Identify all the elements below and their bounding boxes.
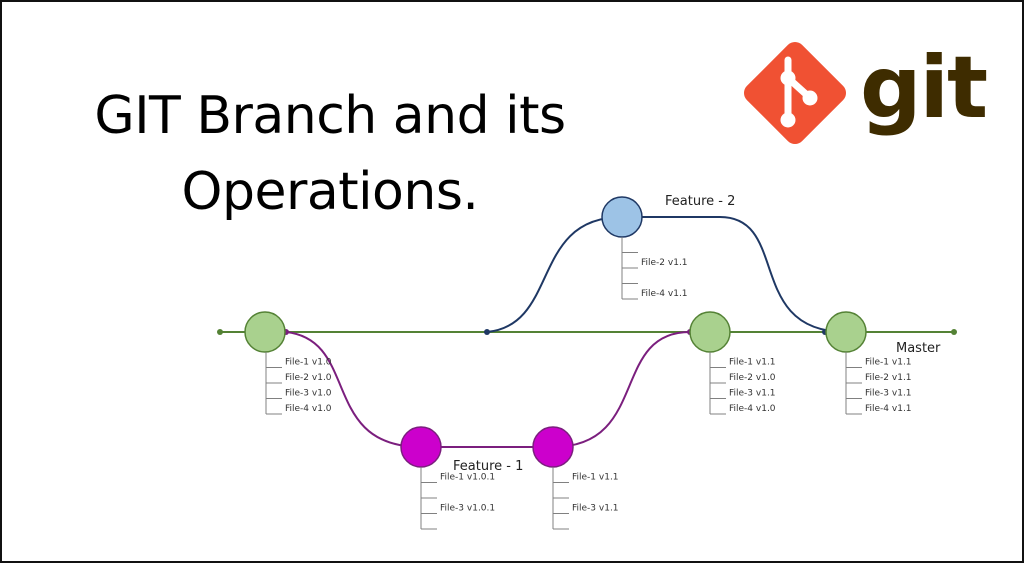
git-wordmark: git: [860, 38, 988, 138]
file-version-label: File-3 v1.1: [865, 389, 912, 399]
slide-title: GIT Branch and its Operations.: [60, 78, 600, 230]
feature-2-branch-point: [484, 329, 490, 335]
master-commit-3: [825, 311, 867, 353]
file-version-label: File-3 v1.0: [285, 389, 332, 399]
file-version-label: File-2 v1.1: [865, 373, 912, 383]
feature-1-branch-line: [285, 331, 691, 448]
file-version-label: File-3 v1.1: [572, 504, 619, 514]
file-version-label: File-1 v1.0.1: [440, 473, 495, 483]
feature-2-branch-line: [486, 216, 847, 333]
feature-1-label: Feature - 1: [453, 459, 523, 474]
file-version-label: File-2 v1.0: [729, 373, 776, 383]
file-version-label: File-1 v1.1: [865, 358, 912, 368]
file-version-label: File-1 v1.1: [729, 358, 776, 368]
title-line-1: GIT Branch and its: [94, 86, 566, 146]
feature-2-label: Feature - 2: [665, 194, 735, 209]
master-commit-1: [244, 311, 286, 353]
master-end-dot: [951, 329, 957, 335]
master-start-dot: [217, 329, 223, 335]
title-line-2: Operations.: [181, 162, 479, 222]
feature-2-commit-1: [601, 196, 643, 238]
file-version-label: File-1 v1.1: [572, 473, 619, 483]
file-version-label: File-1 v1.0: [285, 358, 332, 368]
git-logo-icon: [743, 41, 847, 145]
file-version-label: File-4 v1.0: [285, 404, 332, 414]
file-version-label: File-2 v1.1: [641, 258, 688, 268]
file-version-label: File-2 v1.0: [285, 373, 332, 383]
feature-1-commit-2: [532, 426, 574, 468]
file-version-label: File-4 v1.0: [729, 404, 776, 414]
feature-1-commit-1: [400, 426, 442, 468]
master-commit-2: [689, 311, 731, 353]
file-version-label: File-4 v1.1: [641, 289, 688, 299]
master-label: Master: [896, 341, 941, 356]
file-version-label: File-3 v1.1: [729, 389, 776, 399]
git-logo: git: [740, 38, 1000, 148]
file-version-label: File-4 v1.1: [865, 404, 912, 414]
file-version-label: File-3 v1.0.1: [440, 504, 495, 514]
